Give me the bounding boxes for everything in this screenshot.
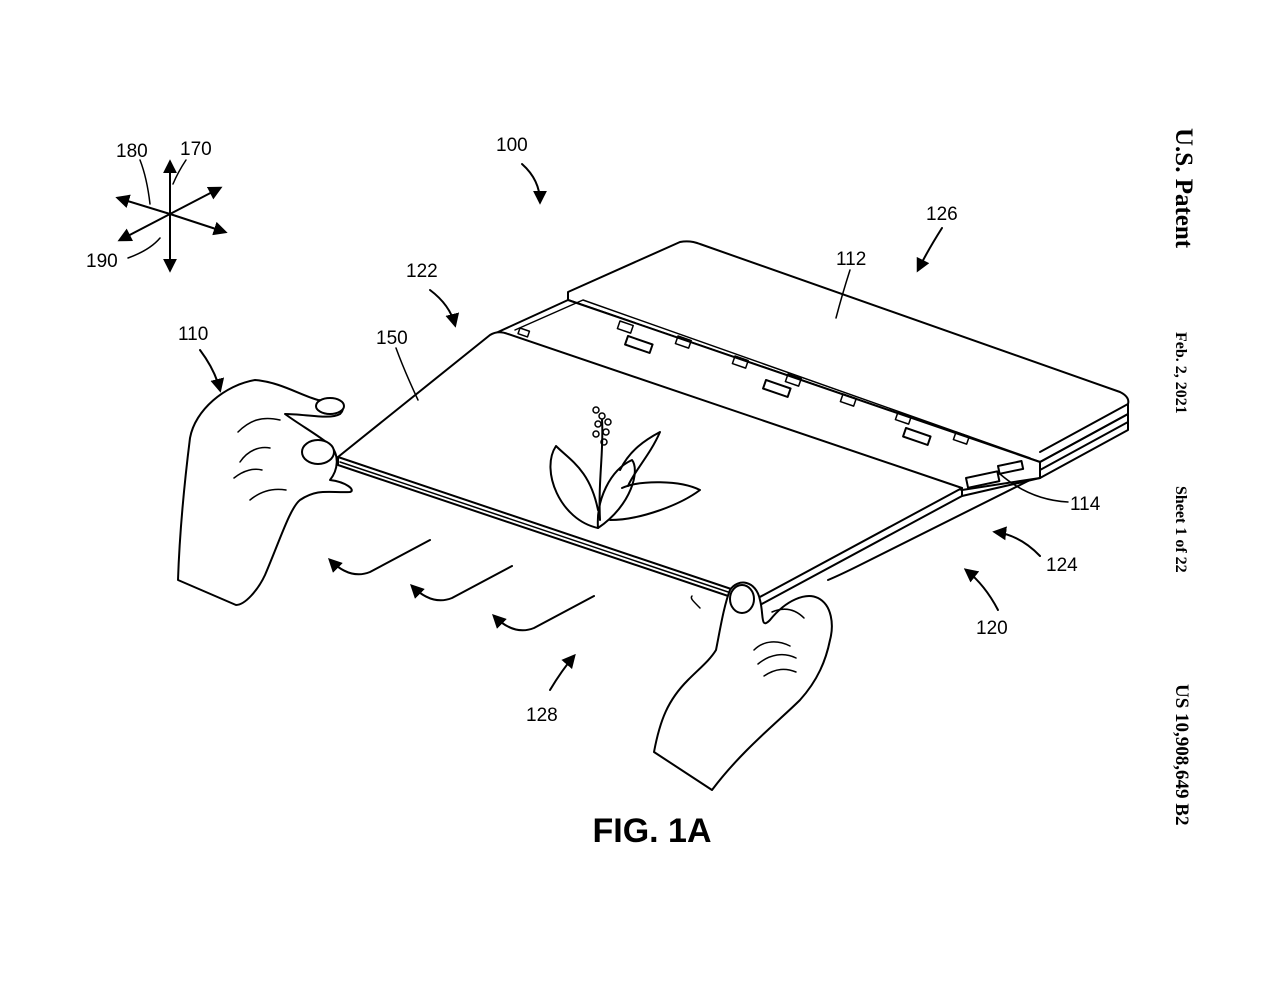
label-150: 150	[376, 328, 408, 349]
arrow-100	[521, 163, 547, 205]
left-thumb-nail	[301, 439, 335, 465]
patent-number: US 10,908,649 B2	[1171, 684, 1192, 825]
axis-indicator	[115, 159, 228, 273]
label-180: 180	[116, 141, 148, 162]
arrow-128	[549, 653, 576, 691]
device-back-section	[567, 240, 1130, 479]
hinge-114	[965, 460, 1025, 489]
motion-arrows	[328, 539, 595, 632]
label-114: 114	[1070, 494, 1101, 515]
patent-office: U.S. Patent	[1170, 128, 1197, 249]
leader-112	[835, 269, 851, 319]
petal-right	[609, 481, 701, 521]
arrow-120	[963, 568, 999, 611]
leader-150	[395, 347, 419, 401]
leader-114	[999, 473, 1069, 503]
arrow-126	[916, 227, 943, 273]
left-hand-110	[177, 379, 353, 606]
label-110: 110	[178, 324, 208, 345]
reference-labels: 180 170 190 100 126 112 122 110 150 114 …	[86, 135, 1101, 726]
leader-180	[139, 159, 151, 205]
label-170: 170	[180, 139, 212, 160]
label-120: 120	[976, 618, 1008, 639]
label-122: 122	[406, 261, 438, 282]
patent-sheet: Sheet 1 of 22	[1172, 486, 1189, 573]
right-hand	[653, 581, 833, 791]
right-thumb-nail	[729, 584, 755, 614]
petal-top-right	[619, 431, 661, 487]
right-hand-shape	[653, 581, 833, 791]
patent-header: U.S. Patent Feb. 2, 2021 Sheet 1 of 22 U…	[1170, 128, 1197, 825]
label-190: 190	[86, 251, 118, 272]
hinge-slots	[517, 320, 970, 477]
axis-190-left-arrow	[117, 213, 171, 242]
arrow-122	[429, 289, 460, 328]
axis-180-right-arrow	[169, 213, 228, 236]
arrow-124	[992, 526, 1041, 557]
leader-190	[127, 237, 161, 259]
motion-arrow-1	[328, 539, 431, 576]
leader-170	[172, 159, 187, 185]
patent-date: Feb. 2, 2021	[1172, 332, 1189, 414]
left-hand-shape	[177, 379, 353, 606]
axis-180-left-arrow	[115, 194, 171, 215]
label-100: 100	[496, 135, 528, 156]
motion-arrow-2	[410, 565, 513, 602]
flower-stem	[598, 419, 604, 521]
label-128: 128	[526, 705, 558, 726]
reference-leaders	[199, 163, 1069, 691]
label-112: 112	[836, 249, 866, 270]
front-panel-surface	[337, 331, 963, 599]
figure-caption: FIG. 1A	[592, 812, 711, 850]
flower-logo	[549, 406, 701, 529]
left-finger-nail	[315, 397, 345, 415]
arrow-110	[199, 349, 225, 393]
label-126: 126	[926, 204, 958, 225]
petal-left	[549, 445, 599, 529]
label-124: 124	[1046, 555, 1078, 576]
motion-arrow-3	[492, 595, 595, 632]
axis-190-right-arrow	[169, 186, 223, 215]
